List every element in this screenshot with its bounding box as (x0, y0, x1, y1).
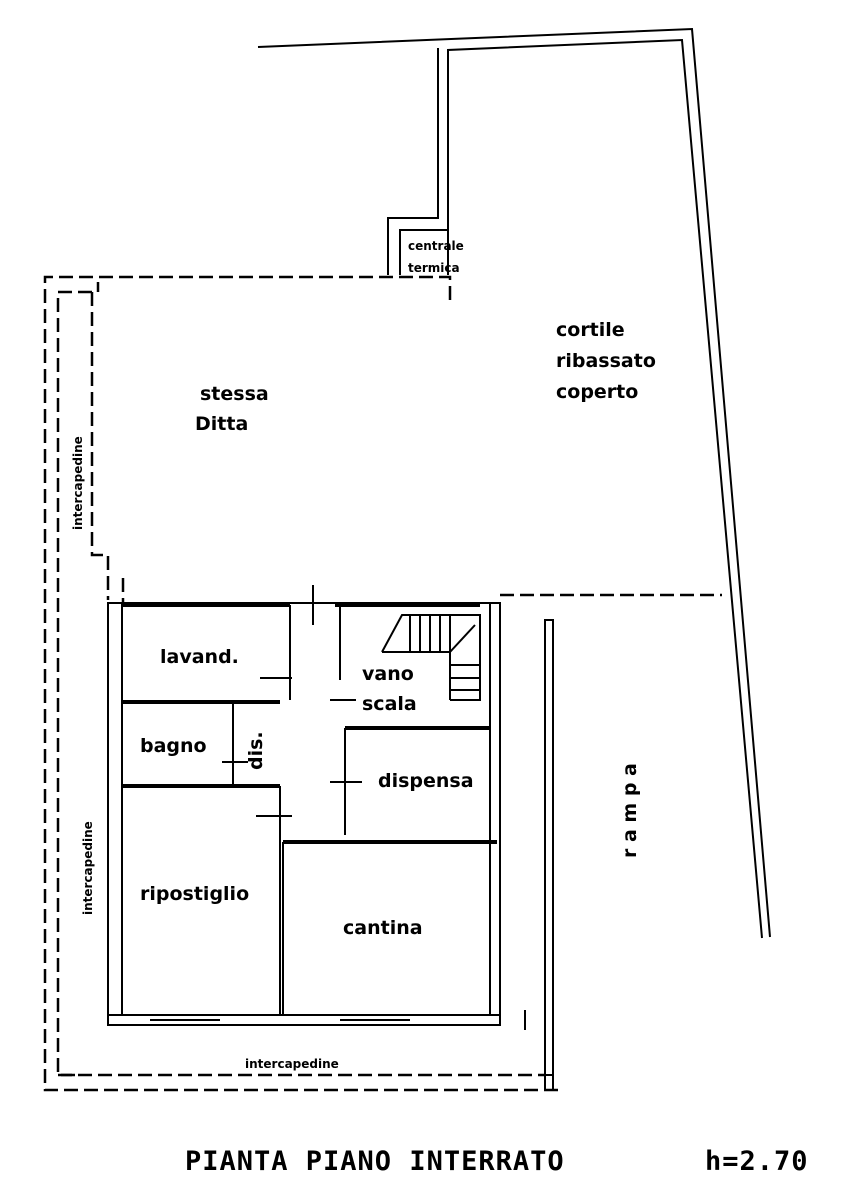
room-label-vano: vano (362, 663, 414, 685)
room-label-bagno: bagno (140, 735, 207, 757)
courtyard-walls (257, 27, 771, 939)
room-label-dispensa: dispensa (378, 770, 474, 792)
intercapedine-label-left-bottom: intercapedine (81, 821, 95, 915)
room-label-cortile: cortile (556, 319, 625, 341)
intercapedine-outline (43, 275, 722, 1092)
room-label-stessa: stessa (200, 383, 269, 405)
rampa-wall (544, 619, 554, 1090)
room-label-scala: scala (362, 693, 417, 715)
intercapedine-label-bottom: intercapedine (245, 1057, 339, 1071)
room-label-ribassato: ribassato (556, 350, 656, 372)
plan-title: PIANTA PIANO INTERRATO (185, 1146, 565, 1177)
room-label-coperto: coperto (556, 381, 638, 403)
room-label-dis: dis. (245, 731, 267, 770)
room-label-termica: termica (408, 261, 460, 275)
intercapedine-label-left-top: intercapedine (71, 436, 85, 530)
room-label-ripostiglio: ripostiglio (140, 883, 249, 905)
height-label: h=2.70 (705, 1146, 809, 1177)
building-walls (107, 585, 526, 1030)
room-label-ditta: Ditta (195, 413, 248, 435)
room-label-centrale: centrale (408, 239, 464, 253)
room-label-lavand: lavand. (160, 646, 239, 668)
room-label-cantina: cantina (343, 917, 423, 939)
rampa-label: r a m p a (619, 763, 641, 858)
